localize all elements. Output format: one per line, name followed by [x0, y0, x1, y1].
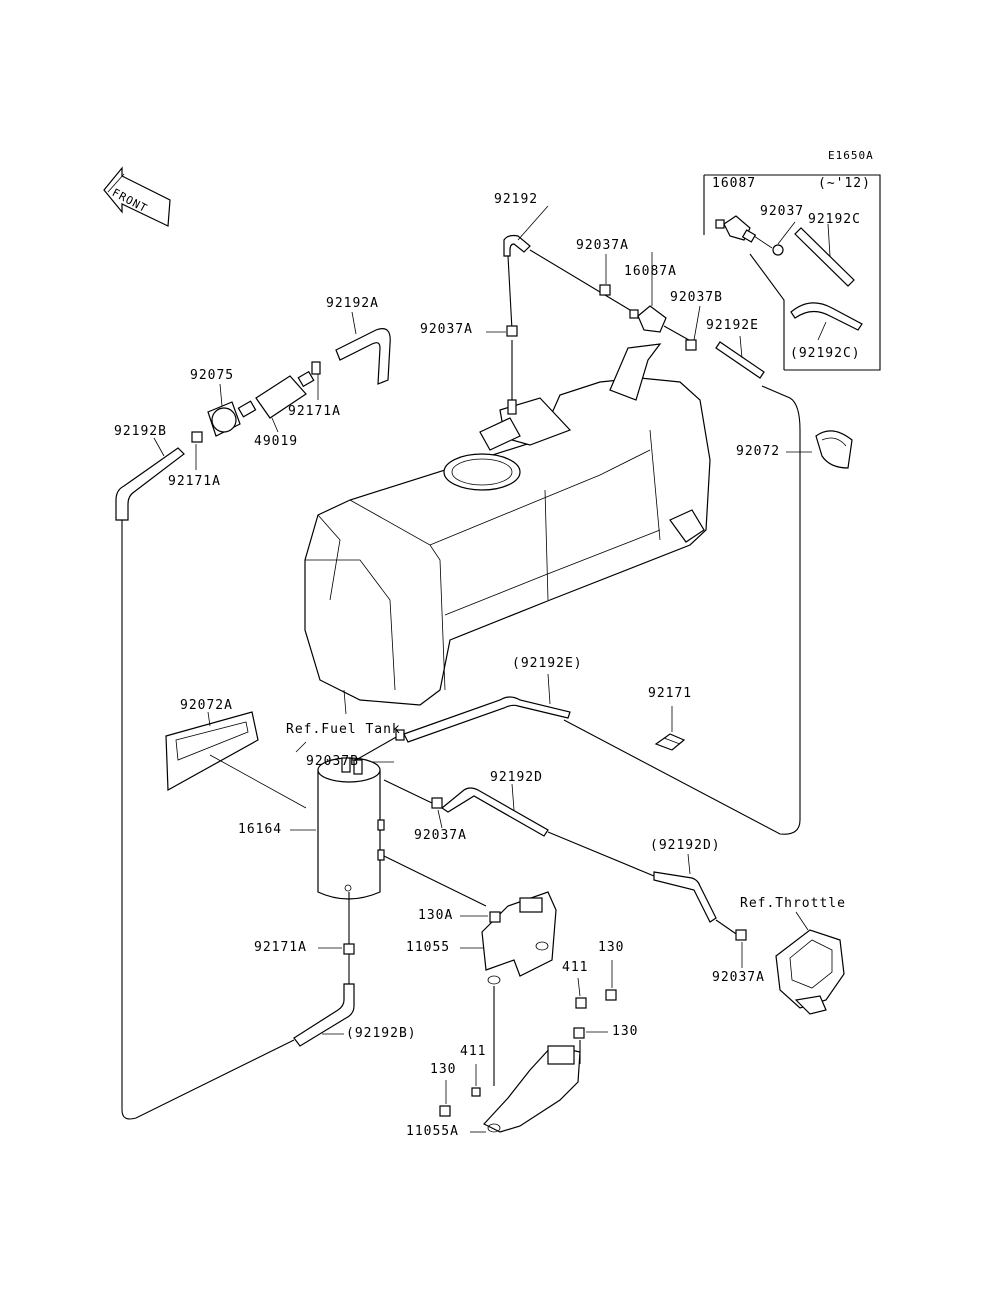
label-92192E: 92192E — [706, 318, 759, 333]
label-130-top: 130 — [598, 940, 625, 955]
label-92171A-left: 92171A — [168, 474, 221, 489]
label-92037-inset: 92037 — [760, 204, 805, 219]
label-130-right: 130 — [612, 1024, 639, 1039]
label-92192E-paren: (92192E) — [512, 656, 583, 671]
label-92072A: 92072A — [180, 698, 233, 713]
throttle-body-part — [775, 929, 845, 1015]
label-92072: 92072 — [736, 444, 781, 459]
label-92192A: 92192A — [326, 296, 379, 311]
label-92171: 92171 — [648, 686, 693, 701]
hose-92192D-throttle-part — [653, 871, 717, 923]
fuel-tank-part — [304, 340, 711, 706]
label-92037A-right: 92037A — [712, 970, 765, 985]
label-92192D-paren: (92192D) — [650, 838, 721, 853]
hose-92192E-mid-part — [403, 696, 571, 743]
valve-16087A-part — [629, 305, 697, 351]
hose-92192B-bottom-part — [293, 983, 355, 1047]
label-49019: 49019 — [254, 434, 299, 449]
label-92192-top: 92192 — [494, 192, 539, 207]
canister-16164-part — [317, 757, 385, 900]
bolt-130-part — [439, 989, 617, 1117]
label-130-bottom: 130 — [430, 1062, 457, 1077]
label-411-bottom: 411 — [460, 1044, 487, 1059]
label-92037A-top: 92037A — [576, 238, 629, 253]
label-11055: 11055 — [406, 940, 451, 955]
hose-92192B-part — [115, 447, 185, 521]
label-16087A: 16087A — [624, 264, 677, 279]
bracket-92072A-part — [165, 711, 259, 791]
label-92037B-mid: 92037B — [306, 754, 359, 769]
hose-92192C-part — [790, 227, 863, 331]
hose-92192E-part — [715, 341, 765, 379]
label-130A: 130A — [418, 908, 454, 923]
label-16164: 16164 — [238, 822, 283, 837]
inset-note: (~'12) — [818, 176, 871, 191]
valve-16087-part — [715, 215, 757, 243]
label-411-top: 411 — [562, 960, 589, 975]
label-92171A-top: 92171A — [288, 404, 341, 419]
ref-fuel-tank-label: Ref.Fuel Tank — [286, 722, 401, 737]
hose-92192-part — [503, 234, 531, 257]
label-92171A-bottom: 92171A — [254, 940, 307, 955]
label-16087: 16087 — [712, 176, 757, 191]
bolt-130A-part — [489, 911, 501, 923]
ref-throttle-label: Ref.Throttle — [740, 896, 846, 911]
clamp-92171A-bottom-part — [343, 943, 355, 955]
label-92192B-paren: (92192B) — [346, 1026, 417, 1041]
diagram-code: E1650A — [828, 149, 874, 162]
hose-92192A-part — [335, 328, 391, 385]
label-92192B: 92192B — [114, 424, 167, 439]
inset-box — [703, 174, 881, 371]
label-92075: 92075 — [190, 368, 235, 383]
clip-92171-part — [654, 733, 686, 751]
clamp-92072-part — [815, 430, 853, 469]
label-11055A: 11055A — [406, 1124, 459, 1139]
hose-92192D-part — [440, 787, 549, 837]
label-92192C-paren: (92192C) — [790, 346, 861, 361]
label-92192D: 92192D — [490, 770, 543, 785]
bracket-11055A-part — [483, 1045, 581, 1133]
label-92037A-left: 92037A — [420, 322, 473, 337]
front-arrow-icon — [103, 166, 171, 227]
label-92037A-mid: 92037A — [414, 828, 467, 843]
nut-411-part — [471, 997, 587, 1097]
filter-bracket-92075-part — [207, 401, 241, 437]
label-92037B-top: 92037B — [670, 290, 723, 305]
fuel-filter-49019-part — [237, 370, 315, 419]
clamp-92037-inset-part — [772, 244, 784, 256]
label-92192C: 92192C — [808, 212, 861, 227]
bracket-11055-part — [481, 891, 557, 985]
